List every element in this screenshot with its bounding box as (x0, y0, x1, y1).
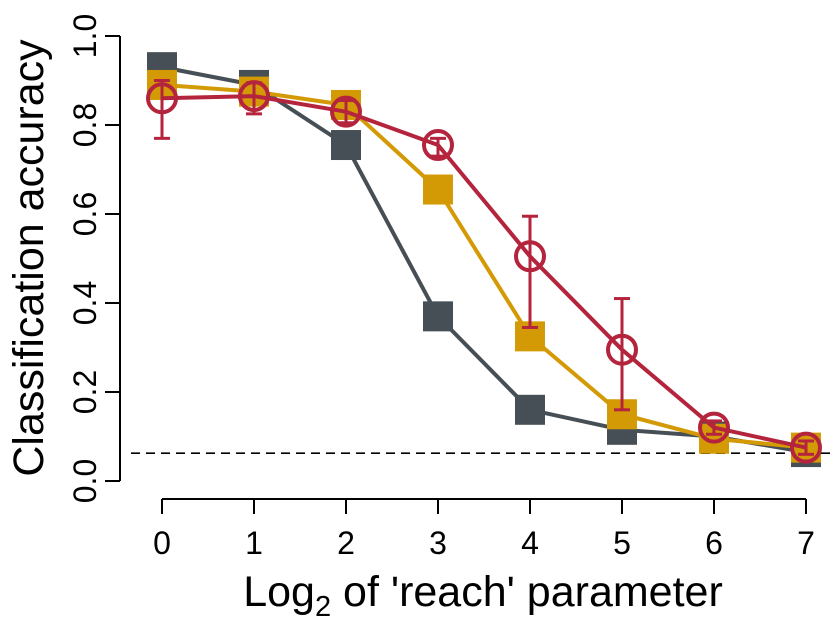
x-tick-label: 2 (337, 525, 355, 561)
data-point-square (331, 130, 361, 161)
x-axis-title: Log2 of 'reach' parameter (243, 568, 723, 617)
data-point-circle (790, 431, 822, 464)
x-tick-label: 5 (613, 525, 631, 561)
y-tick-label: 0.4 (67, 281, 103, 325)
data-point-circle (422, 129, 454, 162)
data-point-circle (698, 411, 730, 444)
x-tick-label: 1 (245, 525, 263, 561)
series-line (161, 82, 807, 450)
data-point-circle (330, 95, 362, 128)
data-point-square (515, 394, 545, 425)
series-layer (146, 52, 822, 468)
y-axis-title: Classification accuracy (5, 39, 53, 477)
x-tick-label: 7 (797, 525, 815, 561)
data-point-square (423, 301, 453, 332)
y-tick-label: 0.0 (67, 459, 103, 503)
x-axis-title-suffix: of 'reach' parameter (331, 568, 723, 616)
x-tick-label: 0 (153, 525, 171, 561)
x-axis-title-main: Log (243, 568, 315, 616)
y-tick-label: 0.8 (67, 103, 103, 147)
chart-axes: 0.0 0.2 0.4 0.6 0.8 1.0 0 1 2 3 4 5 6 7 (67, 14, 815, 561)
data-point-square (423, 174, 453, 205)
data-point-circle (146, 82, 178, 115)
y-tick-label: 0.6 (67, 192, 103, 236)
x-tick-label: 4 (521, 525, 539, 561)
y-tick-label: 0.2 (67, 370, 103, 414)
data-point-circle (238, 80, 270, 113)
series-line (161, 94, 807, 450)
x-tick-label: 3 (429, 525, 447, 561)
series-3 (146, 79, 822, 464)
data-point-circle (514, 240, 546, 273)
x-axis-title-subscript: 2 (315, 591, 331, 617)
series-2 (147, 69, 821, 463)
data-point-circle (606, 333, 638, 366)
x-tick-label: 6 (705, 525, 723, 561)
y-tick-label: 1.0 (67, 14, 103, 58)
